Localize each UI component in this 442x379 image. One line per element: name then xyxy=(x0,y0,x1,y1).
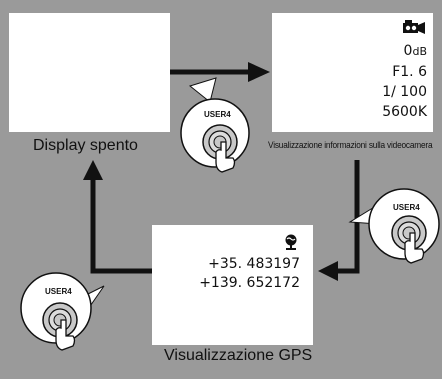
user4-button-top[interactable]: USER4 xyxy=(180,77,250,173)
gain-value: 0dB xyxy=(382,41,427,62)
arrow-info-to-gps xyxy=(318,160,360,281)
latitude-value: +35. 483197 xyxy=(208,256,300,272)
camera-info-label: Visualizzazione informazioni sulla video… xyxy=(268,140,433,150)
arrow-off-to-info xyxy=(170,62,270,82)
gps-values: +35. 483197 +139. 652172 xyxy=(199,255,300,293)
user4-button-right[interactable]: USER4 xyxy=(348,188,440,264)
camera-info-screen: 0dB F1. 6 1/ 100 5600K xyxy=(272,13,433,132)
gain-number: 0 xyxy=(403,43,413,59)
aperture-value: F1. 6 xyxy=(392,64,427,80)
gps-screen: +35. 483197 +139. 652172 xyxy=(152,225,313,345)
gain-unit: dB xyxy=(412,45,427,58)
globe-icon xyxy=(285,234,297,250)
user4-label-top: USER4 xyxy=(204,110,231,119)
display-off-label: Display spento xyxy=(33,137,138,154)
gps-label: Visualizzazione GPS xyxy=(164,347,313,364)
arrow-gps-to-off xyxy=(83,160,152,274)
white-balance-value: 5600K xyxy=(382,104,427,120)
longitude-value: +139. 652172 xyxy=(199,275,300,291)
camera-icon xyxy=(403,20,425,34)
user4-label-right: USER4 xyxy=(393,203,420,212)
user4-button-left[interactable]: USER4 xyxy=(20,272,105,351)
camera-info-values: 0dB F1. 6 1/ 100 5600K xyxy=(382,41,427,122)
display-off-screen xyxy=(9,13,170,132)
shutter-value: 1/ 100 xyxy=(382,84,427,100)
user4-label-left: USER4 xyxy=(45,287,72,296)
